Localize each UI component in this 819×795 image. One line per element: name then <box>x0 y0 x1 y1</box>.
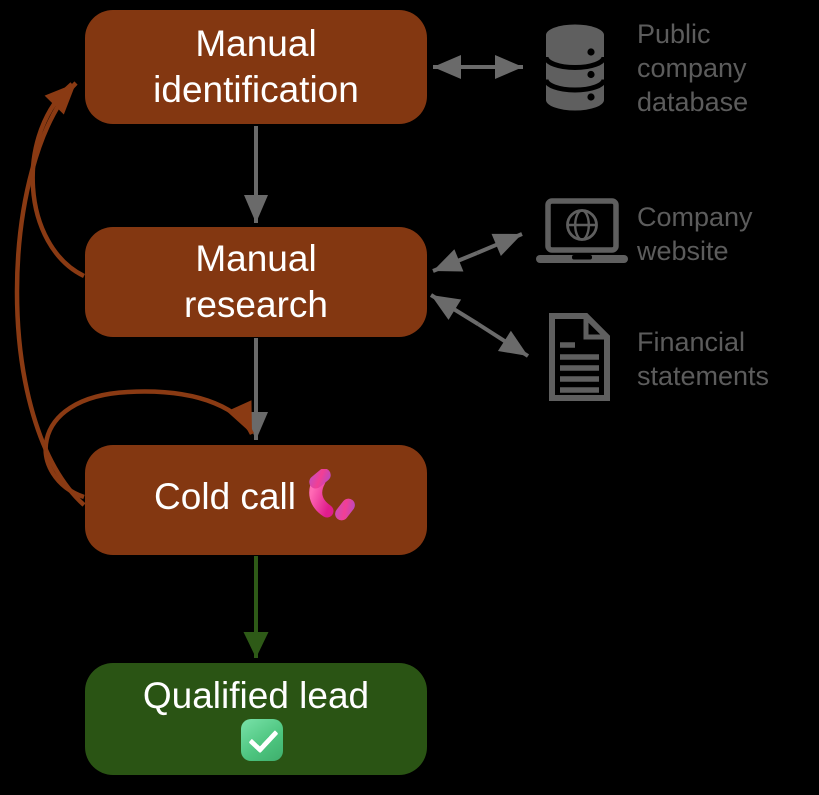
arrow-to-financials-icon-head <box>476 322 530 358</box>
node-manual-research: Manual research <box>85 227 427 337</box>
node-label: Manual research <box>184 238 328 325</box>
label-financial-statements: Financial statements <box>637 327 770 391</box>
arrow-to-website-icon-head <box>476 232 523 256</box>
node-label: Cold call <box>154 475 296 517</box>
loop-coldcall-self <box>43 389 255 500</box>
label-company-website: Company website <box>637 202 753 266</box>
phone-receiver-emoji-icon <box>306 468 358 532</box>
node-qualified-lead: Qualified lead <box>85 663 427 775</box>
arrow-to-website-box-head <box>432 249 478 273</box>
document-icon <box>549 313 610 401</box>
node-label: Manual identification <box>153 23 359 110</box>
laptop-globe-icon <box>536 198 628 263</box>
loop-research-to-identification <box>30 82 85 279</box>
loop-coldcall-to-identification <box>14 81 86 507</box>
check-mark-emoji-icon <box>241 719 283 761</box>
database-icon <box>544 24 606 111</box>
node-label: Qualified lead <box>142 675 370 717</box>
node-cold-call: Cold call <box>85 445 427 555</box>
node-manual-identification: Manual identification <box>85 10 427 124</box>
arrow-to-financials-box-head <box>429 293 480 326</box>
label-public-company-database: Public company database <box>637 19 749 117</box>
